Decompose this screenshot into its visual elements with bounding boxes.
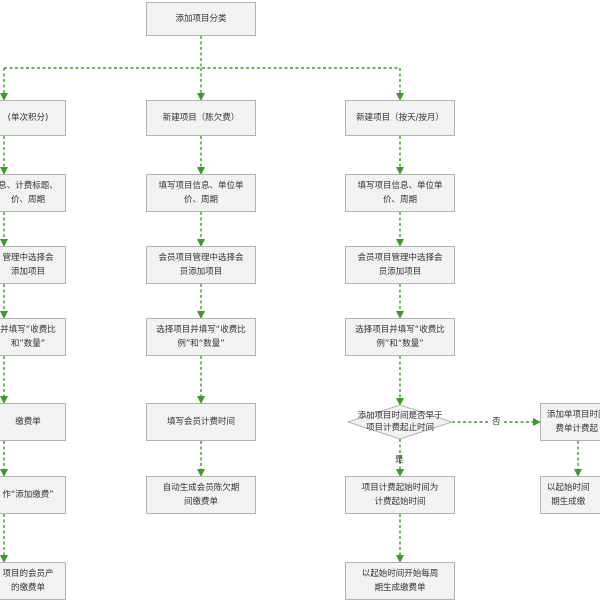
column2-info-node: 填写项目信息、单位单 价、周期: [146, 174, 256, 212]
column1-op-node: 作“添加缴费”: [0, 476, 66, 514]
column1-bill-node: 缴费单: [0, 403, 66, 441]
column3-header-node: 新建项目（按天/按月）: [345, 100, 455, 136]
column1-fill-node: 并填写“收费比 和”数量”: [0, 318, 66, 356]
yes-label: 是: [395, 455, 404, 465]
decision-diamond: [346, 404, 454, 440]
column1-header-node: (单次积分): [0, 100, 66, 136]
root-node: 添加项目分类: [146, 2, 256, 36]
column1-info-node: 息、计费标题、 价、周期: [0, 174, 66, 212]
column2-header-node: 新建项目（陈欠费）: [146, 100, 256, 136]
column3-start-node: 项目计费起始时间为 计费起始时间: [345, 476, 455, 514]
column2-time-node: 填写会员计费时间: [146, 403, 256, 441]
column2-fill-node: 选择项目并填写“收费比 例”和“数量”: [146, 318, 256, 356]
column1-last-node: 项目的会员产 的缴费单: [0, 562, 66, 600]
column3-fill-node: 选择项目并填写“收费比 例”和“数量”: [345, 318, 455, 356]
column3-member-node: 会员项目管理中选择会 员添加项目: [345, 246, 455, 284]
column1-member-node: 管理中选择会 添加项目: [0, 246, 66, 284]
column3-gen-node: 以起始时间开始每周 期生成缴费单: [345, 562, 455, 600]
column2-member-node: 会员项目管理中选择会 员添加项目: [146, 246, 256, 284]
column3-decision-label: 添加项目时间是否早于 项目计费起止时间: [357, 411, 443, 433]
column2-auto-node: 自动生成会员陈欠期 间缴费单: [146, 476, 256, 514]
column4-add-node: 添加单项目时间 费单计费起: [540, 403, 600, 441]
column3-info-node: 填写项目信息、单位单 价、周期: [345, 174, 455, 212]
column4-gen-node: 以起始时间 期生成缴: [540, 476, 600, 514]
no-label: 否: [492, 417, 501, 427]
